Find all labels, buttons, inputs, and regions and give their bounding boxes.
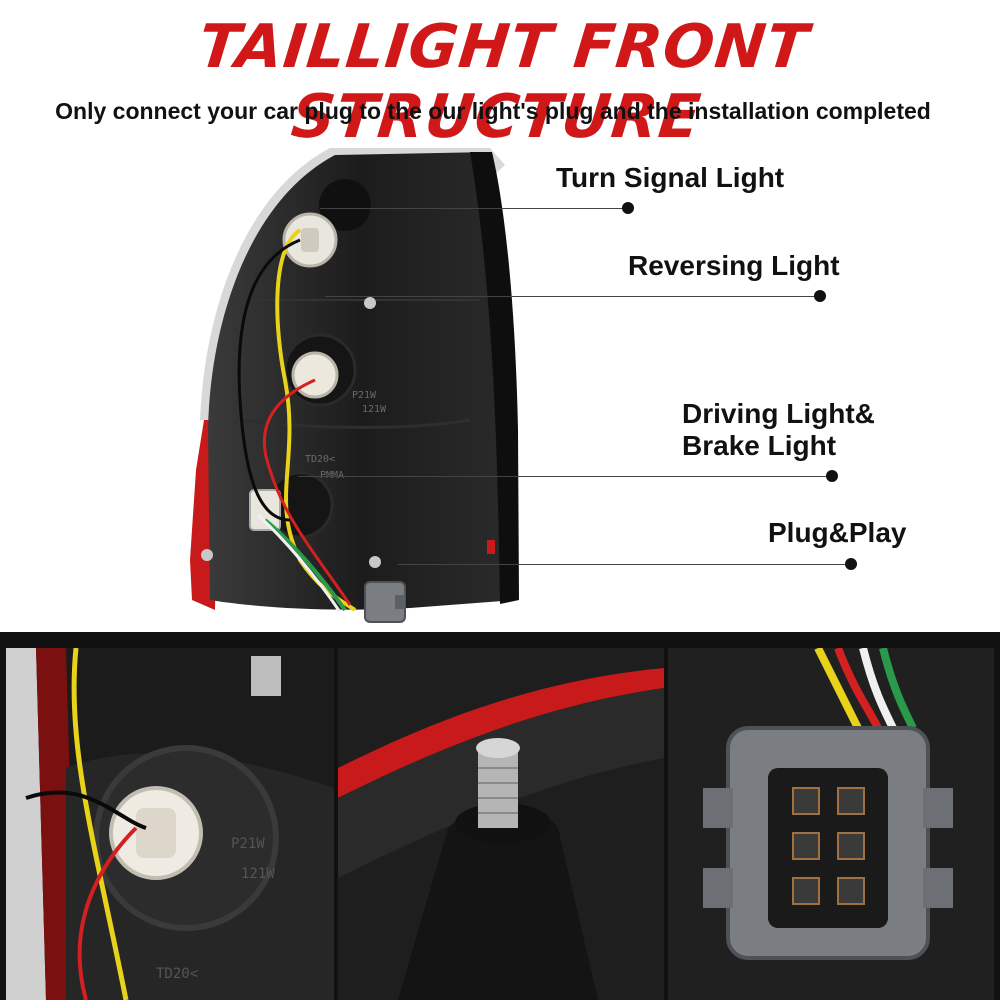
- marking-code2: PMMA: [320, 470, 344, 481]
- detail-photo-connector: [668, 648, 994, 1000]
- product-hero: TAILLIGHT FRONT STRUCTURE Only connect y…: [55, 12, 931, 623]
- housing-edge: [470, 152, 519, 604]
- detail-marking-w21w: 121W: [241, 866, 275, 882]
- turn-signal-leader: [320, 208, 628, 209]
- turn-signal-label: Turn Signal Light: [556, 162, 785, 193]
- plug-dot: [845, 558, 857, 570]
- detail-photo-stud: [338, 648, 664, 1000]
- detail-marking-code: TD20<: [156, 966, 198, 982]
- reversing-leader: [325, 296, 820, 297]
- wire-black: [237, 238, 301, 522]
- turn-signal-dot: [622, 202, 634, 214]
- page-subtitle: Only connect your car plug to the our li…: [55, 98, 931, 124]
- detail-photo-socket: P21W 121W TD20<: [6, 648, 334, 1000]
- detail-marking-p21w: P21W: [231, 836, 265, 852]
- wire-red: [262, 378, 352, 606]
- marking-w21w: 121W: [362, 404, 387, 415]
- driving-brake-leader: [298, 476, 832, 477]
- taillight-illustration: P21W 121W TD20< PMMA: [190, 148, 519, 623]
- marking-p21w: P21W: [352, 390, 377, 401]
- driving-brake-dot: [826, 470, 838, 482]
- page-title: TAILLIGHT FRONT STRUCTURE: [195, 12, 813, 152]
- reversing-label: Reversing Light: [628, 250, 840, 281]
- reversing-dot: [814, 290, 826, 302]
- wire-green: [263, 518, 347, 612]
- driving-brake-label-line2: Brake Light: [682, 430, 837, 461]
- wire-white: [256, 513, 342, 613]
- marking-code1: TD20<: [305, 454, 335, 465]
- driving-brake-label-line1: Driving Light&: [682, 398, 875, 429]
- plug-leader: [398, 564, 850, 565]
- plug-play-label: Plug&Play: [768, 517, 907, 548]
